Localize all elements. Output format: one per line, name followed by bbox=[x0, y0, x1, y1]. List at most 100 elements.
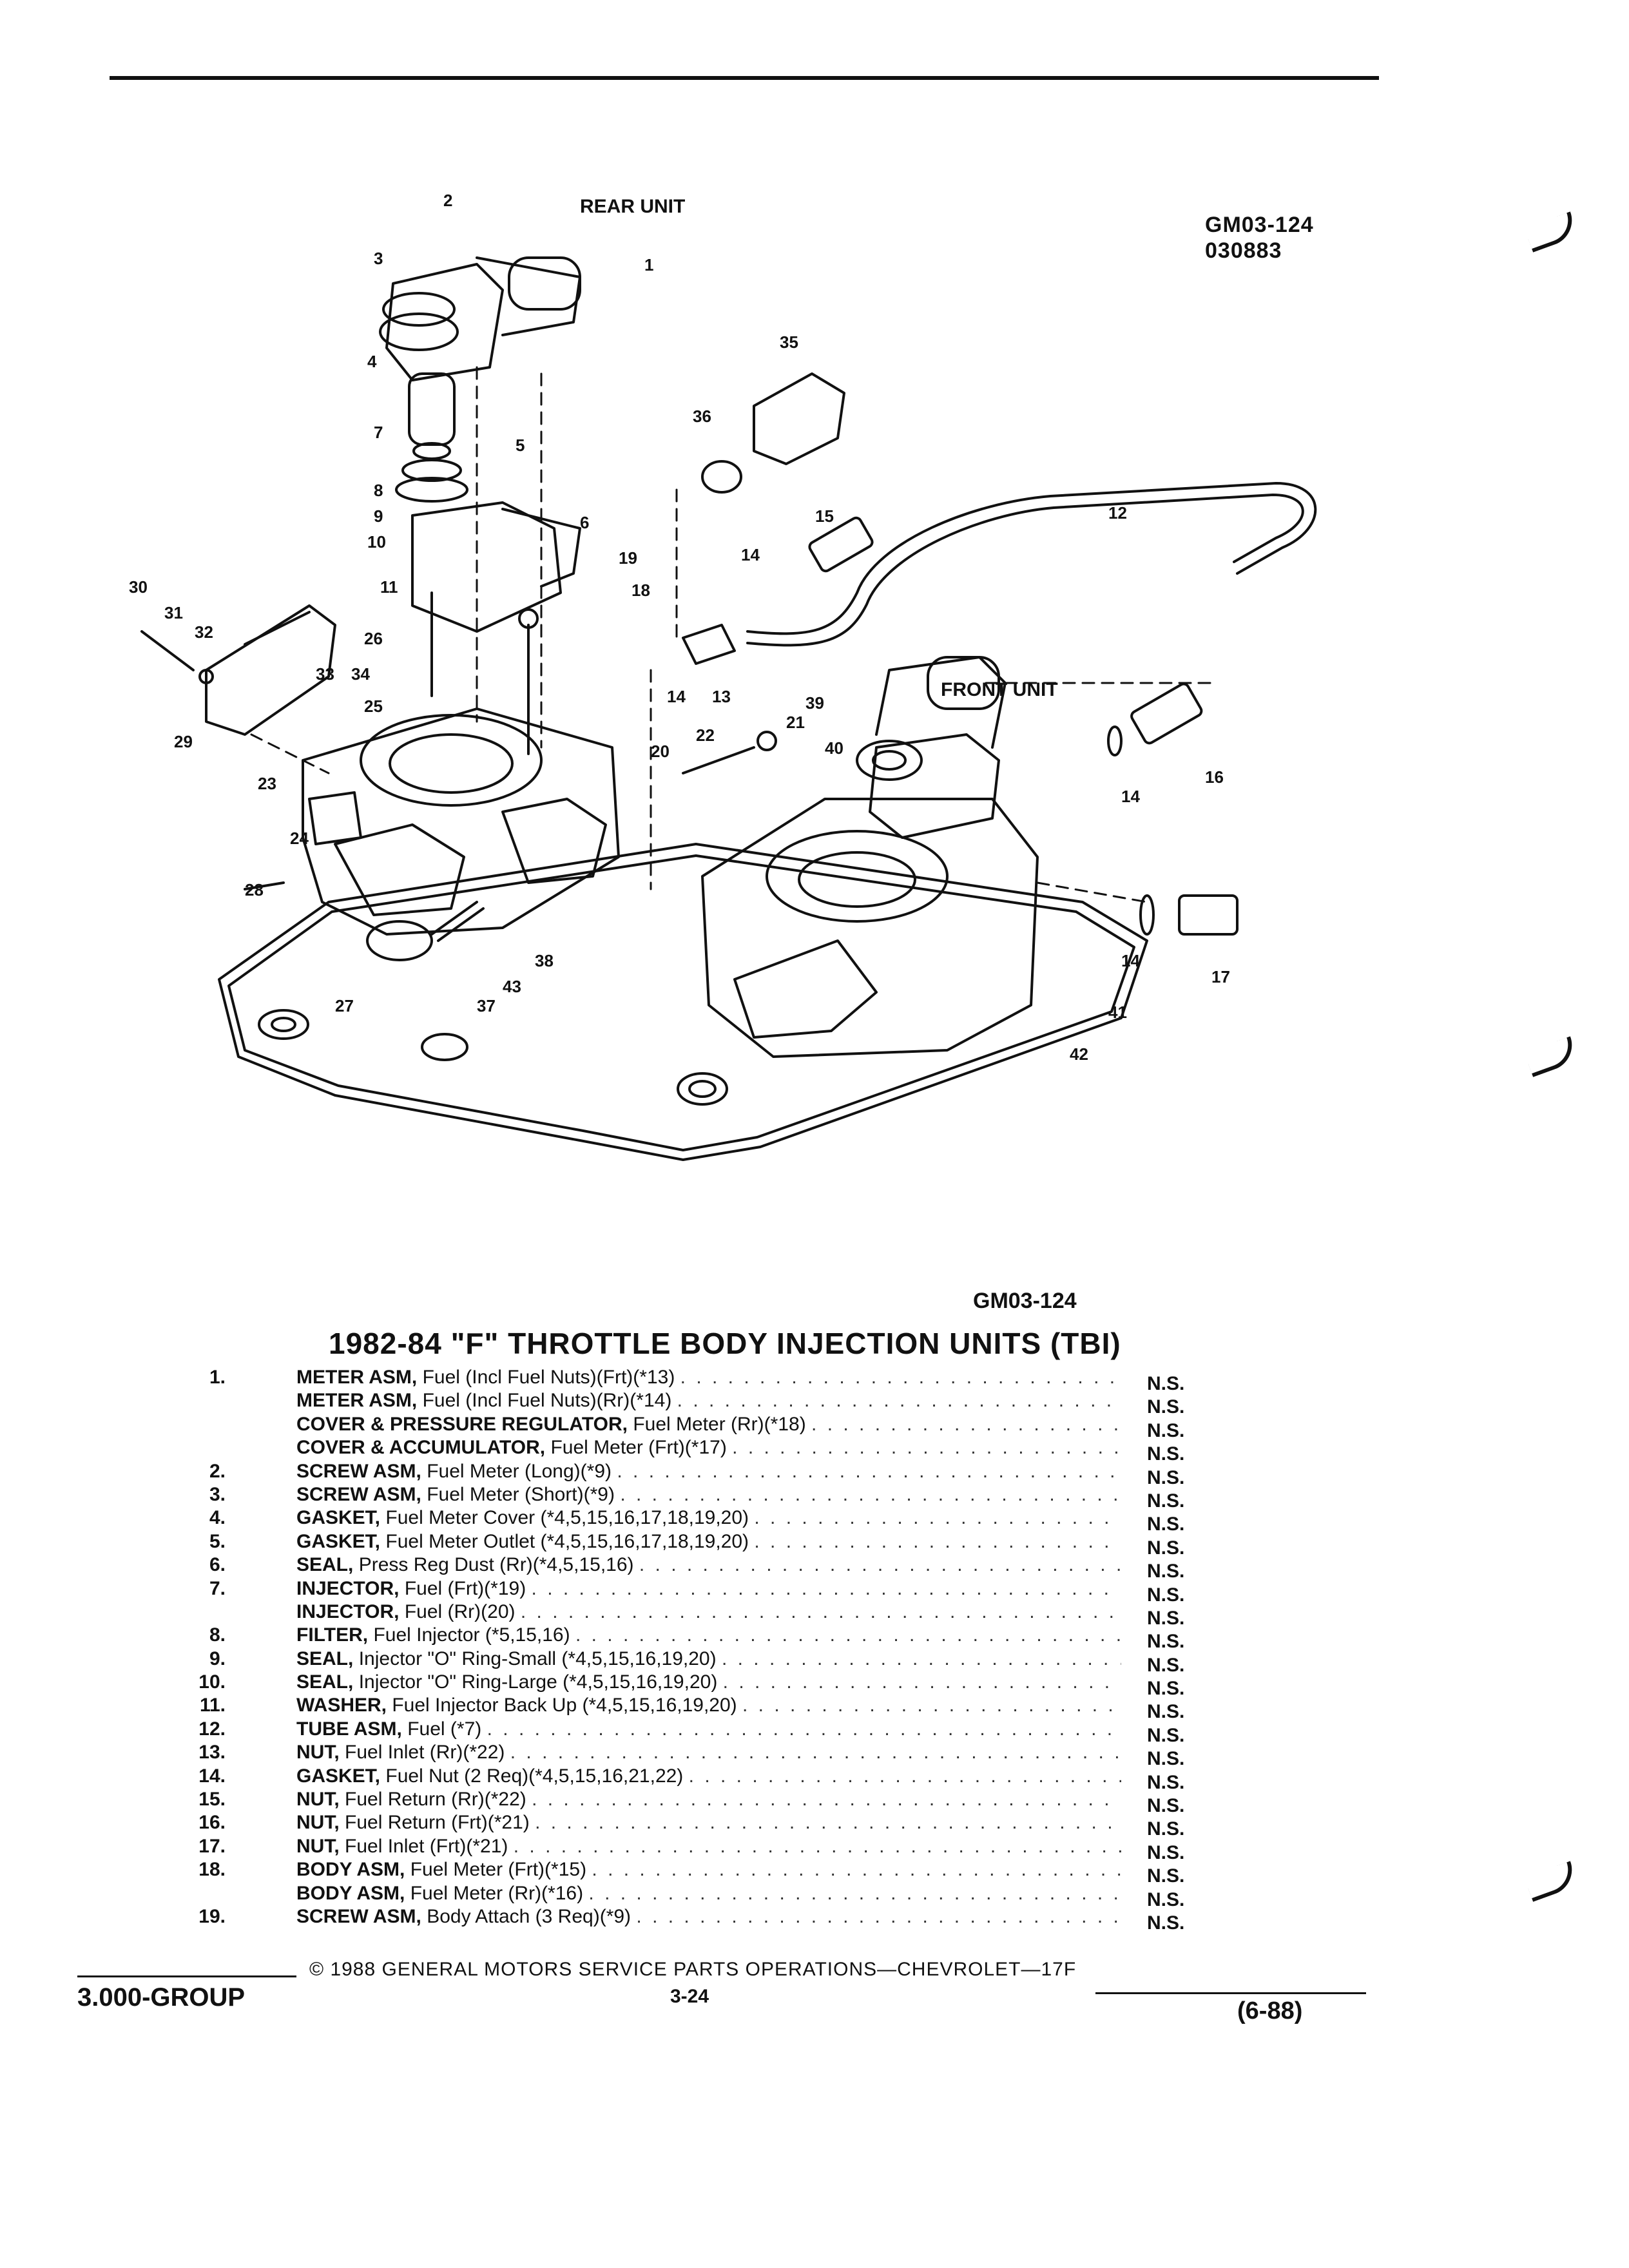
part-name: BODY ASM, bbox=[296, 1859, 405, 1881]
part-status: N.S. bbox=[1147, 1678, 1185, 1700]
page-title: 1982-84 "F" THROTTLE BODY INJECTION UNIT… bbox=[329, 1327, 1121, 1360]
part-status: N.S. bbox=[1147, 1841, 1185, 1863]
part-name: NUT, bbox=[296, 1812, 340, 1834]
part-description: GASKET, Fuel Nut (2 Req)(*4,5,15,16,21,2… bbox=[296, 1765, 1121, 1788]
part-description: SCREW ASM, Body Attach (3 Req)(*9) . . .… bbox=[296, 1905, 1121, 1928]
list-item: 2. SCREW ASM, Fuel Meter (Long)(*9) . . .… bbox=[174, 1460, 1269, 1488]
part-name: METER ASM, bbox=[296, 1367, 418, 1388]
callout-27: 27 bbox=[335, 996, 354, 1015]
list-item: 7. INJECTOR, Fuel (Frt)(*19) . . . . . . … bbox=[174, 1577, 1269, 1606]
group-label: 3.000-GROUP bbox=[77, 1983, 246, 2012]
part-name: SEAL, bbox=[296, 1554, 354, 1576]
callout-13: 13 bbox=[712, 687, 731, 706]
part-number: 2. bbox=[209, 1460, 226, 1482]
part-detail: Fuel Return (Frt)(*21) bbox=[345, 1812, 530, 1834]
part-detail: Press Reg Dust (Rr)(*4,5,15,16) bbox=[358, 1554, 634, 1576]
parts-list: 1.METER ASM, Fuel (Incl Fuel Nuts)(Frt)(… bbox=[174, 1366, 1269, 1934]
part-name: SEAL, bbox=[296, 1648, 354, 1669]
part-detail: Fuel Meter (Frt)(*17) bbox=[550, 1437, 727, 1459]
list-item: COVER & ACCUMULATOR, Fuel Meter (Frt)(*1… bbox=[174, 1436, 1269, 1465]
part-detail: Fuel (Frt)(*19) bbox=[404, 1577, 526, 1599]
page-number: 3-24 bbox=[670, 1986, 709, 2007]
leader-dots: . . . . . . . . . . . . . . . . . . . . … bbox=[617, 1460, 1121, 1482]
part-description: METER ASM, Fuel (Incl Fuel Nuts)(Rr)(*14… bbox=[296, 1389, 1121, 1412]
callout-31: 31 bbox=[164, 603, 183, 622]
leader-dots: . . . . . . . . . . . . . . . . . . . . … bbox=[487, 1718, 1121, 1740]
part-name: COVER & PRESSURE REGULATOR, bbox=[296, 1413, 628, 1435]
part-status: N.S. bbox=[1147, 1631, 1185, 1653]
list-item: 12.TUBE ASM, Fuel (*7) . . . . . . . . .… bbox=[174, 1718, 1269, 1746]
part-status: N.S. bbox=[1147, 1561, 1185, 1582]
part-description: BODY ASM, Fuel Meter (Frt)(*15) . . . . … bbox=[296, 1858, 1121, 1881]
callout-37: 37 bbox=[477, 996, 496, 1015]
list-item: INJECTOR, Fuel (Rr)(20) . . . . . . . . … bbox=[174, 1600, 1269, 1629]
part-status: N.S. bbox=[1147, 1701, 1185, 1723]
part-description: GASKET, Fuel Meter Cover (*4,5,15,16,17,… bbox=[296, 1506, 1121, 1530]
callout-42: 42 bbox=[1070, 1044, 1088, 1064]
leader-dots: . . . . . . . . . . . . . . . . . . . . … bbox=[513, 1835, 1121, 1857]
part-status: N.S. bbox=[1147, 1865, 1185, 1887]
part-description: NUT, Fuel Return (Rr)(*22) . . . . . . .… bbox=[296, 1788, 1121, 1811]
part-description: SCREW ASM, Fuel Meter (Short)(*9) . . . … bbox=[296, 1483, 1121, 1506]
binder-hole-mark bbox=[1524, 1036, 1579, 1077]
callout-40: 40 bbox=[825, 738, 843, 758]
part-name: INJECTOR, bbox=[296, 1600, 400, 1622]
part-name: NUT, bbox=[296, 1789, 340, 1811]
leader-dots: . . . . . . . . . . . . . . . . . . . . … bbox=[510, 1742, 1121, 1763]
part-name: SEAL, bbox=[296, 1671, 354, 1693]
figure-code: GM03-124 bbox=[1205, 213, 1314, 237]
part-description: INJECTOR, Fuel (Frt)(*19) . . . . . . . … bbox=[296, 1577, 1121, 1600]
callout-12: 12 bbox=[1108, 503, 1127, 523]
callout-39: 39 bbox=[805, 693, 824, 713]
leader-dots: . . . . . . . . . . . . . . . . . . . . … bbox=[722, 1671, 1121, 1693]
part-detail: Body Attach (3 Req)(*9) bbox=[427, 1905, 631, 1927]
part-name: WASHER, bbox=[296, 1695, 387, 1716]
part-number: 5. bbox=[209, 1530, 226, 1552]
part-detail: Fuel Injector (*5,15,16) bbox=[373, 1624, 570, 1646]
callout-11: 11 bbox=[380, 577, 398, 597]
part-name: SCREW ASM, bbox=[296, 1460, 421, 1482]
part-name: GASKET, bbox=[296, 1507, 381, 1529]
callout-38: 38 bbox=[535, 951, 554, 970]
part-name: GASKET, bbox=[296, 1765, 381, 1787]
callout-17: 17 bbox=[1211, 967, 1230, 986]
part-detail: Fuel Inlet (Rr)(*22) bbox=[345, 1742, 505, 1763]
part-number: 10. bbox=[198, 1671, 226, 1693]
part-detail: Fuel (Incl Fuel Nuts)(Rr)(*14) bbox=[422, 1390, 672, 1412]
callout-21: 21 bbox=[786, 713, 805, 732]
part-description: COVER & ACCUMULATOR, Fuel Meter (Frt)(*1… bbox=[296, 1436, 1121, 1459]
part-number: 6. bbox=[209, 1554, 226, 1576]
part-description: SCREW ASM, Fuel Meter (Long)(*9) . . . .… bbox=[296, 1460, 1121, 1483]
callout-7: 7 bbox=[374, 423, 383, 442]
list-item: 13.NUT, Fuel Inlet (Rr)(*22) . . . . . .… bbox=[174, 1741, 1269, 1769]
part-description: NUT, Fuel Return (Frt)(*21) . . . . . . … bbox=[296, 1811, 1121, 1834]
list-item: 16.NUT, Fuel Return (Frt)(*21) . . . . .… bbox=[174, 1811, 1269, 1840]
part-status: N.S. bbox=[1147, 1771, 1185, 1793]
part-status: N.S. bbox=[1147, 1607, 1185, 1629]
part-detail: Fuel Nut (2 Req)(*4,5,15,16,21,22) bbox=[385, 1765, 684, 1787]
binder-hole-mark bbox=[1524, 1861, 1579, 1902]
leader-dots: . . . . . . . . . . . . . . . . . . . . … bbox=[520, 1600, 1121, 1622]
callout-14d: 14 bbox=[1121, 951, 1140, 970]
leader-dots: . . . . . . . . . . . . . . . . . . . . … bbox=[639, 1554, 1121, 1576]
part-number: 14. bbox=[198, 1765, 226, 1787]
part-status: N.S. bbox=[1147, 1466, 1185, 1488]
exploded-diagram: REAR UNIT FRONT UNIT 2 3 1 4 7 5 8 9 10 … bbox=[129, 191, 1317, 1161]
list-item: 11.WASHER, Fuel Injector Back Up (*4,5,1… bbox=[174, 1694, 1269, 1722]
part-description: METER ASM, Fuel (Incl Fuel Nuts)(Frt)(*1… bbox=[296, 1366, 1121, 1389]
callout-20: 20 bbox=[651, 742, 670, 761]
part-status: N.S. bbox=[1147, 1373, 1185, 1394]
part-description: FILTER, Fuel Injector (*5,15,16) . . . .… bbox=[296, 1624, 1121, 1647]
part-detail: Fuel Meter Cover (*4,5,15,16,17,18,19,20… bbox=[385, 1507, 749, 1529]
callout-22: 22 bbox=[696, 726, 715, 745]
part-detail: Fuel (Rr)(20) bbox=[404, 1600, 516, 1622]
callout-43: 43 bbox=[503, 977, 521, 996]
part-description: INJECTOR, Fuel (Rr)(20) . . . . . . . . … bbox=[296, 1600, 1121, 1624]
callout-8: 8 bbox=[374, 481, 383, 500]
part-status: N.S. bbox=[1147, 1419, 1185, 1441]
callout-26: 26 bbox=[364, 629, 383, 648]
part-number: 18. bbox=[198, 1859, 226, 1881]
base-plate bbox=[218, 843, 1148, 1161]
part-number: 7. bbox=[209, 1577, 226, 1599]
binder-hole-mark bbox=[1524, 211, 1579, 253]
